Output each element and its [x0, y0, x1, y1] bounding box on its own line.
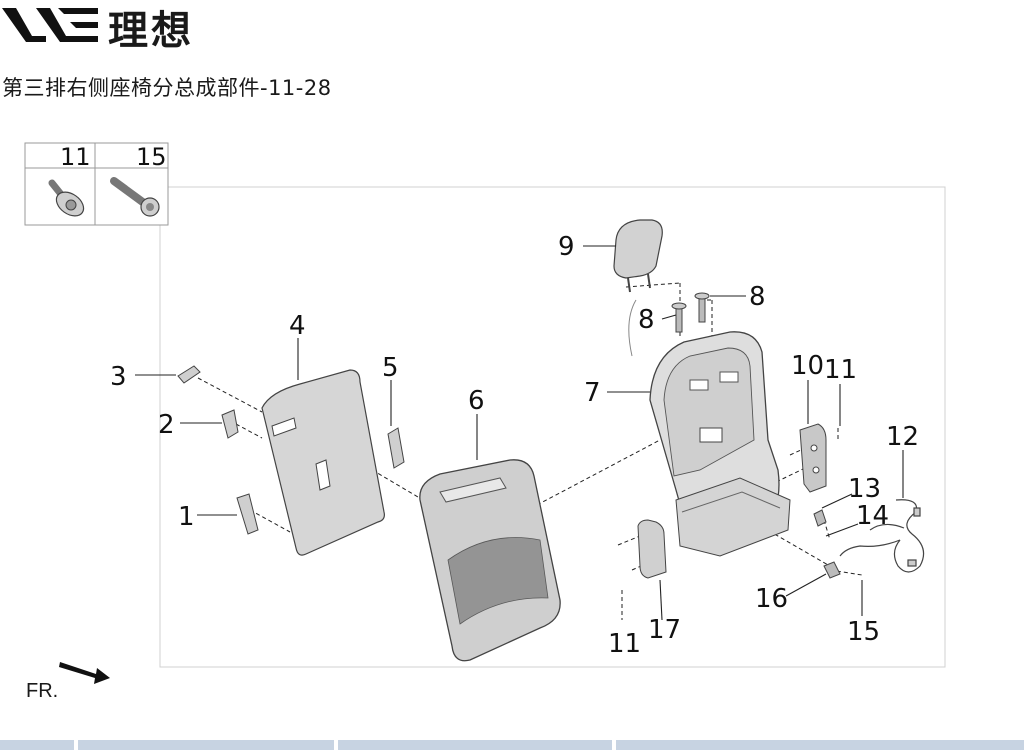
diagram-frame [159, 186, 946, 668]
part-8-headrest-guides [671, 292, 710, 333]
callout-13: 13 [848, 474, 881, 504]
callout-15: 15 [847, 617, 880, 647]
part-4-backrest-rear-panel [261, 369, 385, 556]
callout-8-right: 8 [749, 282, 766, 312]
callout-6: 6 [468, 386, 485, 416]
part-3-trim-clip [177, 365, 201, 384]
legend-label-11: 11 [60, 143, 91, 171]
callout-12: 12 [886, 422, 919, 452]
leader-lines [135, 245, 904, 621]
part-17-side-cover [637, 519, 667, 579]
part-6-backrest-cushion [419, 459, 561, 662]
callout-10: 10 [791, 351, 824, 381]
callout-8-left: 8 [638, 305, 655, 335]
part-9-headrest [613, 219, 663, 357]
callout-9: 9 [558, 232, 575, 262]
callout-3: 3 [110, 362, 127, 392]
callout-7: 7 [584, 378, 601, 408]
part-13-clip [813, 509, 827, 527]
part-2-trim-clip [221, 409, 239, 439]
torx-bolt-icon [110, 177, 160, 217]
bottom-col-4 [616, 740, 1024, 750]
flange-bolt-icon [48, 179, 85, 217]
callout-5: 5 [382, 353, 399, 383]
bottom-col-3 [338, 740, 612, 750]
callout-14: 14 [856, 501, 889, 531]
part-12-wiring-harness [839, 499, 925, 573]
callout-1: 1 [178, 502, 195, 532]
part-1-trim-clip [236, 493, 259, 535]
callout-11-upper: 11 [824, 355, 857, 385]
callout-2: 2 [158, 410, 175, 440]
callout-11-lower: 11 [608, 629, 641, 659]
fastener-legend: 11 15 [24, 142, 169, 226]
part-10-side-bracket [799, 423, 827, 493]
part-5-side-trim [387, 427, 405, 469]
callout-16: 16 [755, 584, 788, 614]
li-auto-logo-icon [2, 8, 98, 42]
callout-17: 17 [648, 615, 681, 645]
part-16-switch [823, 561, 841, 579]
page-title: 第三排右侧座椅分总成部件-11-28 [2, 76, 332, 100]
front-direction-label: FR. [26, 680, 59, 702]
bottom-col-1 [0, 740, 74, 750]
legend-label-15: 15 [136, 143, 167, 171]
part-7-backrest-frame [649, 331, 791, 557]
front-direction-arrow-icon [59, 662, 110, 684]
bottom-table-header [0, 740, 1024, 750]
brand-name: 理想 [108, 8, 194, 54]
callout-4: 4 [289, 311, 306, 341]
bottom-col-2 [78, 740, 334, 750]
